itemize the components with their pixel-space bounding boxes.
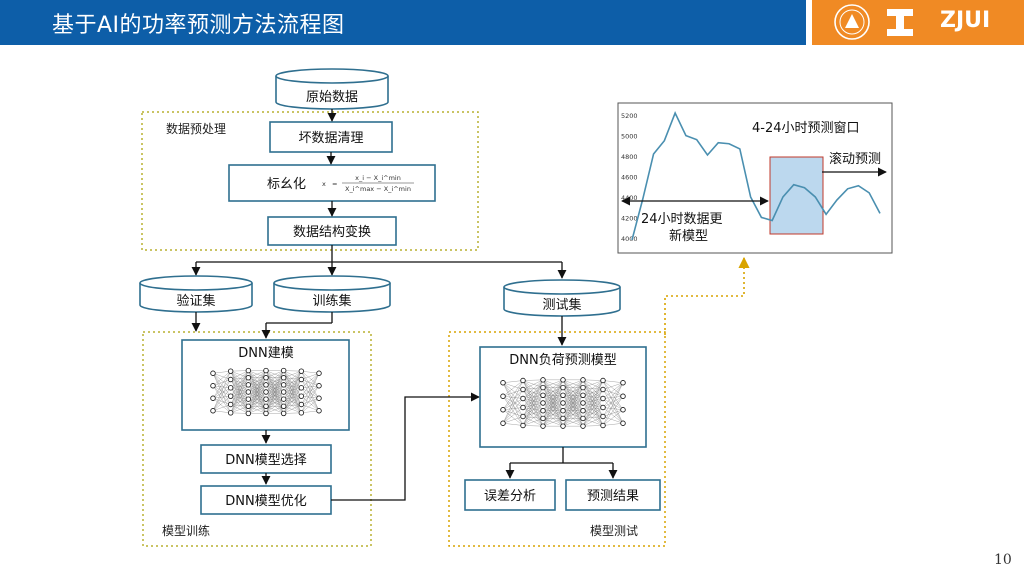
error-analysis-label: 误差分析 bbox=[484, 489, 536, 504]
i-mark-icon bbox=[887, 9, 913, 36]
y-tick-label: 4600 bbox=[621, 174, 638, 182]
dnn-optimize-label: DNN模型优化 bbox=[225, 494, 306, 509]
result-to-chart-connector bbox=[664, 256, 750, 335]
update-label-1: 24小时数据更 bbox=[641, 212, 723, 227]
load-series-line bbox=[631, 111, 881, 241]
preprocess-group bbox=[141, 111, 479, 251]
structure-transform-label: 数据结构变换 bbox=[293, 224, 371, 240]
y-tick-label: 4200 bbox=[621, 214, 638, 222]
dnn-select-label: DNN模型选择 bbox=[225, 453, 306, 468]
brand-text: ZJUI bbox=[940, 8, 991, 33]
dnn-optimize-box bbox=[200, 485, 332, 515]
y-tick-label: 5000 bbox=[621, 133, 638, 141]
structure-transform-box bbox=[267, 216, 397, 246]
y-tick-label: 4000 bbox=[621, 235, 638, 243]
neural-network-icon bbox=[210, 367, 322, 417]
y-tick-label: 4800 bbox=[621, 153, 638, 161]
train-group bbox=[142, 331, 372, 547]
formula-lhs: x bbox=[322, 180, 326, 188]
prediction-window-highlight bbox=[769, 156, 824, 235]
window-label: 4-24小时预测窗口 bbox=[752, 120, 860, 136]
formula-numerator: x_i − X_i^min bbox=[355, 174, 401, 182]
error-analysis-box bbox=[464, 479, 556, 511]
raw-data-node: 原始数据 bbox=[275, 68, 389, 110]
page-title: 基于AI的功率预测方法流程图 bbox=[52, 13, 345, 38]
bad-data-clean-label: 坏数据清理 bbox=[298, 131, 363, 146]
training-set-node: 训练集 bbox=[273, 275, 391, 313]
train-group-label: 模型训练 bbox=[162, 523, 210, 538]
validation-set-label: 验证集 bbox=[176, 293, 215, 309]
university-logo bbox=[834, 4, 913, 40]
raw-data-label: 原始数据 bbox=[306, 90, 358, 105]
rolling-label: 滚动预测 bbox=[829, 151, 881, 167]
svg-text:=: = bbox=[332, 180, 337, 188]
header-bar bbox=[0, 0, 806, 45]
brand-banner bbox=[812, 0, 1024, 45]
predict-result-label: 预测结果 bbox=[587, 489, 639, 504]
y-tick-label: 5200 bbox=[621, 112, 638, 120]
inset-chart-frame bbox=[617, 102, 893, 254]
validation-set-node: 验证集 bbox=[139, 275, 253, 313]
test-set-node: 测试集 bbox=[503, 279, 621, 317]
page-number: 10 bbox=[994, 552, 1012, 568]
update-label-2: 新模型 bbox=[669, 228, 708, 244]
predict-result-box bbox=[565, 479, 661, 511]
preprocess-group-label: 数据预处理 bbox=[166, 121, 226, 136]
neural-network-icon bbox=[500, 377, 626, 429]
formula-denominator: X_i^max − X_i^min bbox=[345, 185, 411, 193]
training-set-label: 训练集 bbox=[312, 293, 351, 309]
test-group-label: 模型测试 bbox=[590, 523, 638, 538]
dnn-predict-label: DNN负荷预测模型 bbox=[509, 353, 616, 368]
dnn-build-label: DNN建模 bbox=[238, 346, 293, 361]
normalize-label: 标幺化 bbox=[267, 176, 306, 192]
test-set-label: 测试集 bbox=[542, 297, 581, 313]
